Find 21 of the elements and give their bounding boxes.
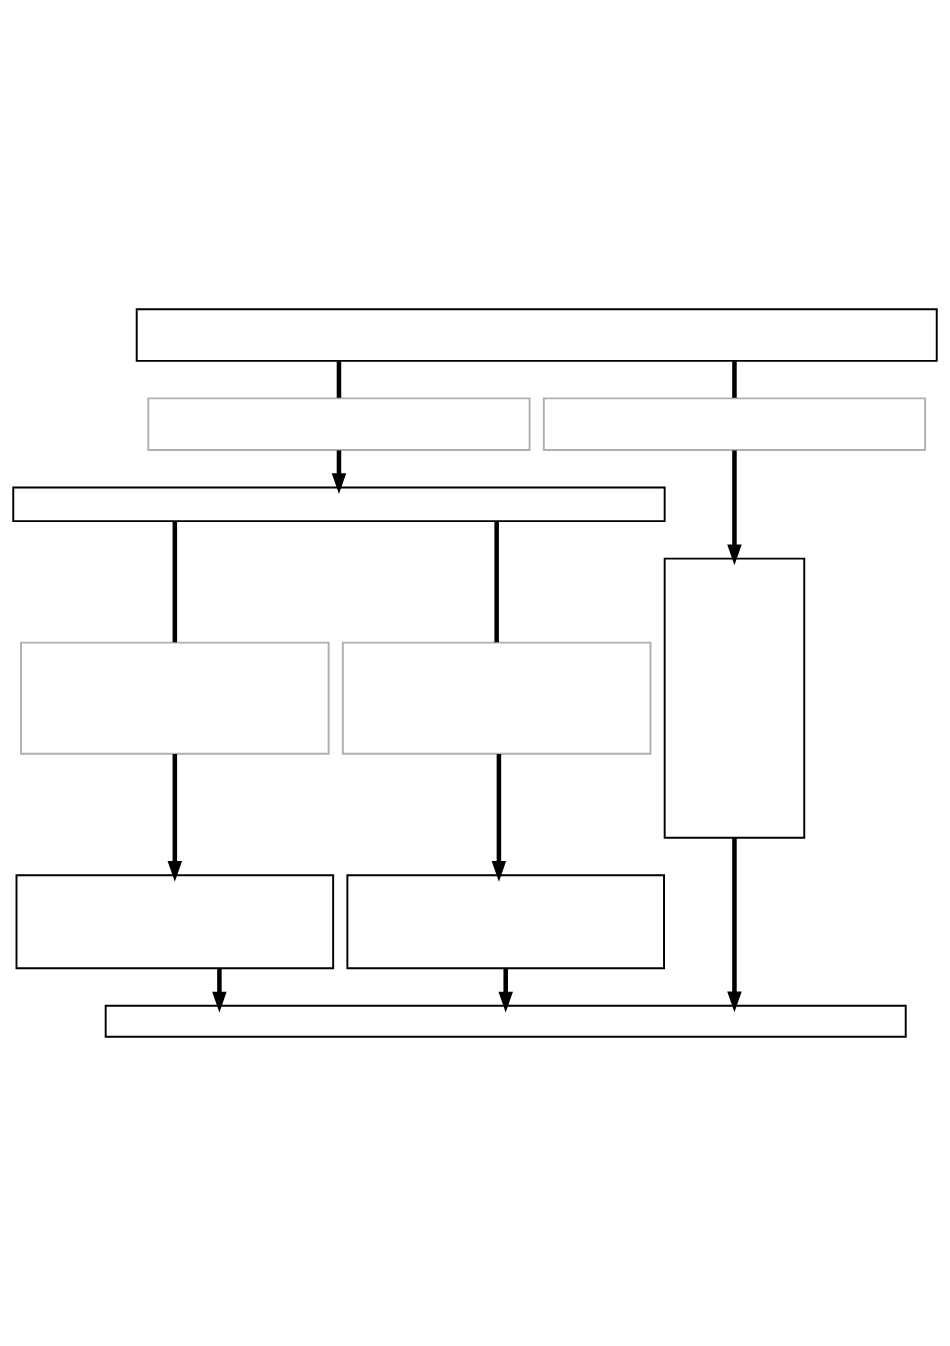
arrow [167, 754, 183, 882]
arrow [212, 968, 227, 1013]
node-box [15, 874, 335, 970]
connector [172, 521, 178, 643]
connector [732, 361, 737, 398]
node-box [20, 641, 330, 755]
node-box [147, 397, 531, 452]
node-box [12, 486, 666, 523]
node-box [341, 641, 652, 755]
arrow [331, 450, 347, 494]
node-box [542, 397, 927, 452]
node-box [104, 1004, 907, 1038]
arrow [727, 450, 742, 566]
arrow [498, 968, 513, 1013]
connector [494, 521, 499, 643]
node-box [135, 308, 938, 362]
node-box [663, 557, 806, 839]
arrow [491, 754, 507, 882]
connector [336, 361, 342, 398]
arrow [727, 838, 742, 1013]
node-box [346, 874, 665, 970]
